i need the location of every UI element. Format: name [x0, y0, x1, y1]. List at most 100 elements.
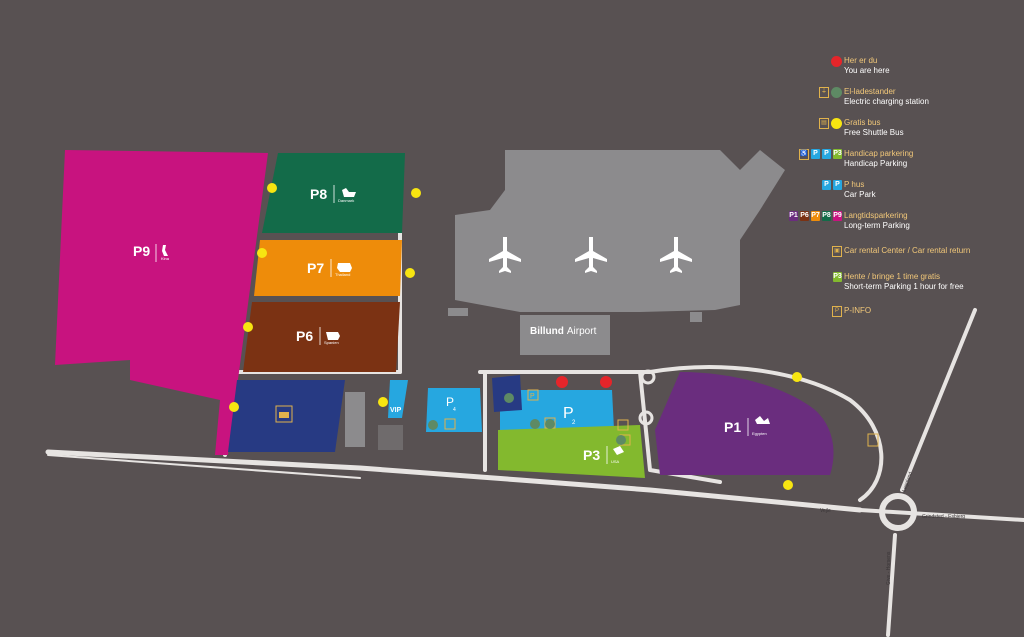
p7-icon: P7 — [811, 211, 820, 221]
legend-da: Handicap parkering — [844, 149, 914, 158]
legend-da: El-ladestander — [844, 87, 896, 96]
legend-da: Hente / bringe 1 time gratis — [844, 272, 941, 281]
lot-p8-code: P8 — [310, 186, 327, 202]
lot-p6-country: Spanien — [324, 340, 339, 345]
shuttle-dot — [378, 397, 388, 407]
charging-dot — [545, 419, 555, 429]
roundabout — [879, 493, 917, 531]
p4-icon: P — [833, 180, 842, 190]
you-are-here-markers — [556, 376, 612, 388]
svg-text:P: P — [530, 393, 535, 400]
plane-icon — [660, 237, 692, 273]
plane-icons — [489, 237, 692, 273]
p2-icon: P — [822, 180, 831, 190]
car-park-2-sub: 2 — [572, 420, 576, 426]
legend-da: Langtidsparkering — [844, 211, 908, 220]
wheelchair-icon: ♿ — [799, 149, 809, 160]
wheelchair-icon — [444, 418, 456, 430]
green-dot-icon — [831, 87, 842, 98]
road-label-grindsted: Grindsted - Esbjerg — [922, 514, 965, 520]
lot-p9-code: P9 — [133, 243, 150, 259]
bus-stop-icon — [867, 433, 879, 447]
p4-icon: P — [822, 149, 831, 159]
legend-en: Short-term Parking 1 hour for free — [844, 282, 964, 291]
lot-p3-code: P3 — [583, 447, 600, 463]
you-are-here-dot — [600, 376, 612, 388]
p1-icon: P1 — [789, 211, 798, 221]
small-roundabout-2 — [640, 369, 656, 385]
main-road-lower — [47, 454, 361, 479]
legend-en: Free Shuttle Bus — [844, 128, 904, 137]
p3-icon: P3 — [833, 272, 842, 282]
legend-da: Car rental Center / Car rental return — [844, 246, 971, 255]
info-icon: P — [832, 306, 842, 317]
shuttle-dot — [267, 183, 277, 193]
small-roundabout-1 — [638, 410, 654, 426]
p8-icon: P8 — [822, 211, 831, 221]
shuttle-dot — [405, 268, 415, 278]
animal-icons — [162, 188, 770, 455]
bull-icon — [326, 332, 340, 340]
legend-en: Car Park — [844, 190, 876, 199]
plane-icon — [489, 237, 521, 273]
shuttle-dot — [243, 322, 253, 332]
legend-en: Handicap Parking — [844, 159, 908, 168]
plug-icon: ⏚ — [819, 87, 829, 98]
p-info-icon: P — [527, 389, 539, 401]
main-road — [45, 449, 863, 513]
eagle-icon — [613, 446, 624, 455]
gray-block — [345, 392, 365, 447]
lot-p4 — [426, 388, 482, 432]
road-label-give: Give - Horsens — [886, 551, 892, 585]
legend-en: Long-term Parking — [844, 221, 910, 230]
red-dot-icon — [831, 56, 842, 67]
legend-da: P hus — [844, 180, 865, 189]
vip-label: VIP — [390, 407, 402, 414]
shuttle-dot — [257, 248, 267, 258]
lot-p9 — [55, 150, 268, 455]
charging-dot — [504, 393, 514, 403]
shuttle-dot — [792, 372, 802, 382]
legend-da: P-INFO — [844, 306, 872, 315]
car-park-4-sub: 4 — [453, 407, 456, 413]
p3-icon: P3 — [833, 149, 842, 159]
lot-p1 — [655, 372, 834, 475]
lot-p8-country: Danmark — [338, 198, 354, 203]
car-rental-icon — [275, 405, 293, 423]
car-park-4-label: P — [446, 395, 454, 409]
legend-en: You are here — [844, 66, 890, 75]
kangaroo-icon — [162, 245, 168, 256]
legend-en: Electric charging station — [844, 97, 929, 106]
duck-icon — [342, 188, 356, 197]
road-south — [886, 533, 897, 637]
lot-p3 — [498, 425, 645, 478]
road-east — [858, 508, 1024, 522]
lot-p1-code: P1 — [724, 419, 741, 435]
car-icon: ▣ — [832, 246, 842, 257]
shuttle-stops — [229, 183, 802, 490]
charging-dot — [530, 419, 540, 429]
road-label-vejle: Vejle — [820, 508, 831, 514]
gray-block — [378, 425, 403, 450]
camel-icon — [755, 416, 770, 424]
terminal-building — [448, 150, 785, 355]
bus-icon: ▤ — [819, 118, 829, 129]
plane-icon — [575, 237, 607, 273]
lot-p3-country: USA — [611, 459, 620, 464]
shuttle-dot — [783, 480, 793, 490]
parking-lots — [55, 150, 834, 478]
lot-p6 — [243, 302, 400, 372]
lot-p7 — [254, 240, 402, 296]
lot-p6-code: P6 — [296, 328, 313, 344]
charging-dot — [616, 435, 626, 445]
terminal-loop — [478, 365, 884, 502]
legend-row-pinfo: P P-INFO — [770, 306, 871, 317]
lot-p9-country: Kina — [161, 256, 170, 261]
legend-da: Gratis bus — [844, 118, 881, 127]
charging-stations — [428, 393, 626, 445]
lot-p8 — [262, 153, 405, 233]
